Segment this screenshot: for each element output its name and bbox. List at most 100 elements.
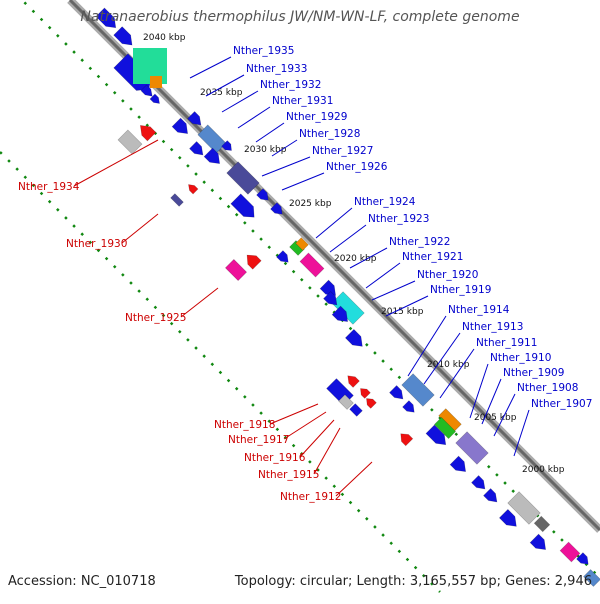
scale-label: 2020 kbp: [334, 254, 377, 264]
forward-gene-label: Nther_1926: [326, 161, 388, 173]
reverse-gene: [349, 403, 363, 417]
forward-gene-shape: [455, 431, 489, 465]
forward-label-leader: [365, 262, 401, 289]
forward-gene: [344, 328, 363, 347]
forward-label-leader: [439, 348, 475, 399]
reverse-gene: [139, 124, 157, 142]
scale-label: 2010 kbp: [427, 360, 470, 370]
forward-label-leader: [221, 90, 259, 113]
scale-label: 2025 kbp: [289, 199, 332, 209]
forward-gene-shape: [425, 424, 447, 446]
forward-gene: [226, 161, 260, 195]
forward-gene-shape: [230, 193, 255, 218]
forward-gene: [331, 305, 349, 323]
forward-label-leader: [469, 363, 489, 419]
forward-gene-label: Nther_1933: [246, 63, 307, 75]
forward-gene-shape: [471, 475, 486, 490]
reverse-label-leader: [73, 139, 159, 187]
forward-gene: [187, 111, 202, 126]
forward-gene-label: Nther_1909: [503, 367, 564, 379]
forward-gene: [150, 76, 162, 88]
forward-label-leader: [281, 172, 325, 191]
map-title: Natranaerobius thermophilus JW/NM-WN-LF,…: [80, 9, 520, 25]
scale-label: 2005 kbp: [474, 413, 517, 423]
scale-label: 2040 kbp: [143, 33, 186, 43]
forward-gene-shape: [276, 250, 289, 263]
reverse-label-leader: [180, 287, 219, 318]
forward-label-leader: [255, 122, 285, 143]
forward-gene-label: Nther_1931: [272, 95, 333, 107]
forward-gene-shape: [401, 373, 435, 407]
reverse-label-leader: [121, 213, 159, 244]
forward-gene-shape: [187, 111, 202, 126]
forward-label-leader: [481, 378, 502, 425]
forward-gene-shape: [171, 117, 189, 135]
reverse-gene: [400, 433, 414, 447]
forward-gene-shape: [140, 84, 153, 97]
forward-gene-label: Nther_1919: [430, 284, 491, 296]
forward-gene-shape: [149, 93, 160, 104]
forward-label-leader: [315, 207, 353, 239]
forward-gene: [433, 416, 457, 440]
forward-gene: [256, 188, 269, 201]
forward-gene-shape: [433, 416, 457, 440]
inner-tick-dots: [0, 151, 441, 593]
forward-gene: [276, 250, 289, 263]
forward-gene-shape: [559, 541, 581, 563]
forward-gene-shape: [331, 305, 349, 323]
forward-gene-shape: [221, 140, 232, 151]
reverse-gene-shape: [246, 254, 262, 270]
forward-gene-label: Nther_1924: [354, 196, 416, 208]
scale-label: 2015 kbp: [381, 307, 424, 317]
forward-gene-shape: [295, 237, 309, 251]
forward-gene: [171, 117, 189, 135]
reverse-gene: [188, 184, 199, 195]
forward-gene: [533, 515, 551, 533]
forward-label-leader: [407, 315, 447, 377]
forward-gene: [203, 147, 221, 165]
forward-gene-shape: [402, 400, 415, 413]
forward-gene-label: Nther_1927: [312, 145, 373, 157]
forward-gene: [483, 488, 498, 503]
forward-gene-shape: [344, 328, 363, 347]
genome-backbone-core: [68, 0, 600, 532]
forward-gene-label: Nther_1921: [402, 251, 463, 263]
forward-label-leader: [513, 409, 530, 457]
forward-gene-shape: [507, 491, 541, 525]
reverse-gene-label: Nther_1912: [280, 491, 341, 503]
reverse-gene-shape: [349, 403, 363, 417]
reverse-label-leader: [335, 461, 373, 497]
scale-label: 2030 kbp: [244, 145, 287, 155]
reverse-gene-shape: [400, 433, 414, 447]
scale-label: 2000 kbp: [522, 465, 565, 475]
forward-gene: [95, 7, 117, 29]
forward-gene: [449, 455, 467, 473]
forward-gene: [270, 202, 283, 215]
forward-label-leader: [493, 393, 516, 437]
topology-text: Topology: circular; Length: 3,165,557 bp…: [234, 574, 592, 589]
reverse-gene-shape: [347, 375, 360, 388]
forward-gene-shape: [389, 385, 404, 400]
forward-gene: [425, 424, 447, 446]
forward-gene: [455, 431, 489, 465]
forward-gene-label: Nther_1928: [299, 128, 360, 140]
forward-gene-label: Nther_1929: [286, 111, 347, 123]
forward-gene-label: Nther_1908: [517, 382, 578, 394]
reverse-gene-label: Nther_1916: [244, 452, 306, 464]
reverse-gene-shape: [188, 184, 199, 195]
forward-gene-label: Nther_1911: [476, 337, 537, 349]
reverse-gene-shape: [338, 394, 354, 410]
forward-gene-shape: [576, 552, 589, 565]
forward-gene-shape: [203, 147, 221, 165]
reverse-gene-shape: [224, 258, 248, 282]
forward-gene-shape: [226, 161, 260, 195]
forward-gene-shape: [189, 141, 204, 156]
reverse-gene: [360, 388, 371, 399]
forward-gene-shape: [583, 569, 600, 587]
forward-label-leader: [423, 332, 461, 385]
forward-gene-label: Nther_1920: [417, 269, 478, 281]
forward-gene: [113, 26, 133, 46]
forward-gene: [402, 400, 415, 413]
forward-gene: [140, 84, 153, 97]
